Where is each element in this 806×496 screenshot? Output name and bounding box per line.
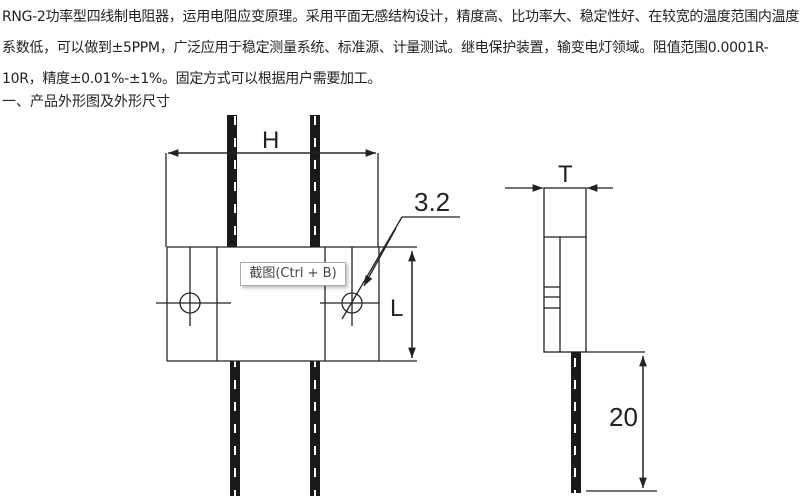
lead-top-right [310, 115, 320, 247]
screenshot-tooltip: 截图(Ctrl + B) [240, 262, 346, 286]
lead-top-left [227, 115, 237, 247]
section-heading: 一、产品外形图及外形尺寸 [2, 94, 170, 110]
length-label: L [390, 295, 403, 322]
hole-diameter-label: 3.2 [414, 187, 450, 217]
lead-bottom-left [230, 361, 240, 496]
lead-length-label: 20 [609, 402, 638, 432]
lead-bottom-right [310, 361, 320, 496]
width-label: H [262, 127, 279, 154]
lead-side [571, 352, 581, 493]
product-description: RNG-2功率型四线制电阻器，运用电阻应变原理。采用平面无感结构设计，精度高、比… [2, 9, 800, 87]
thickness-label: T [558, 161, 573, 188]
